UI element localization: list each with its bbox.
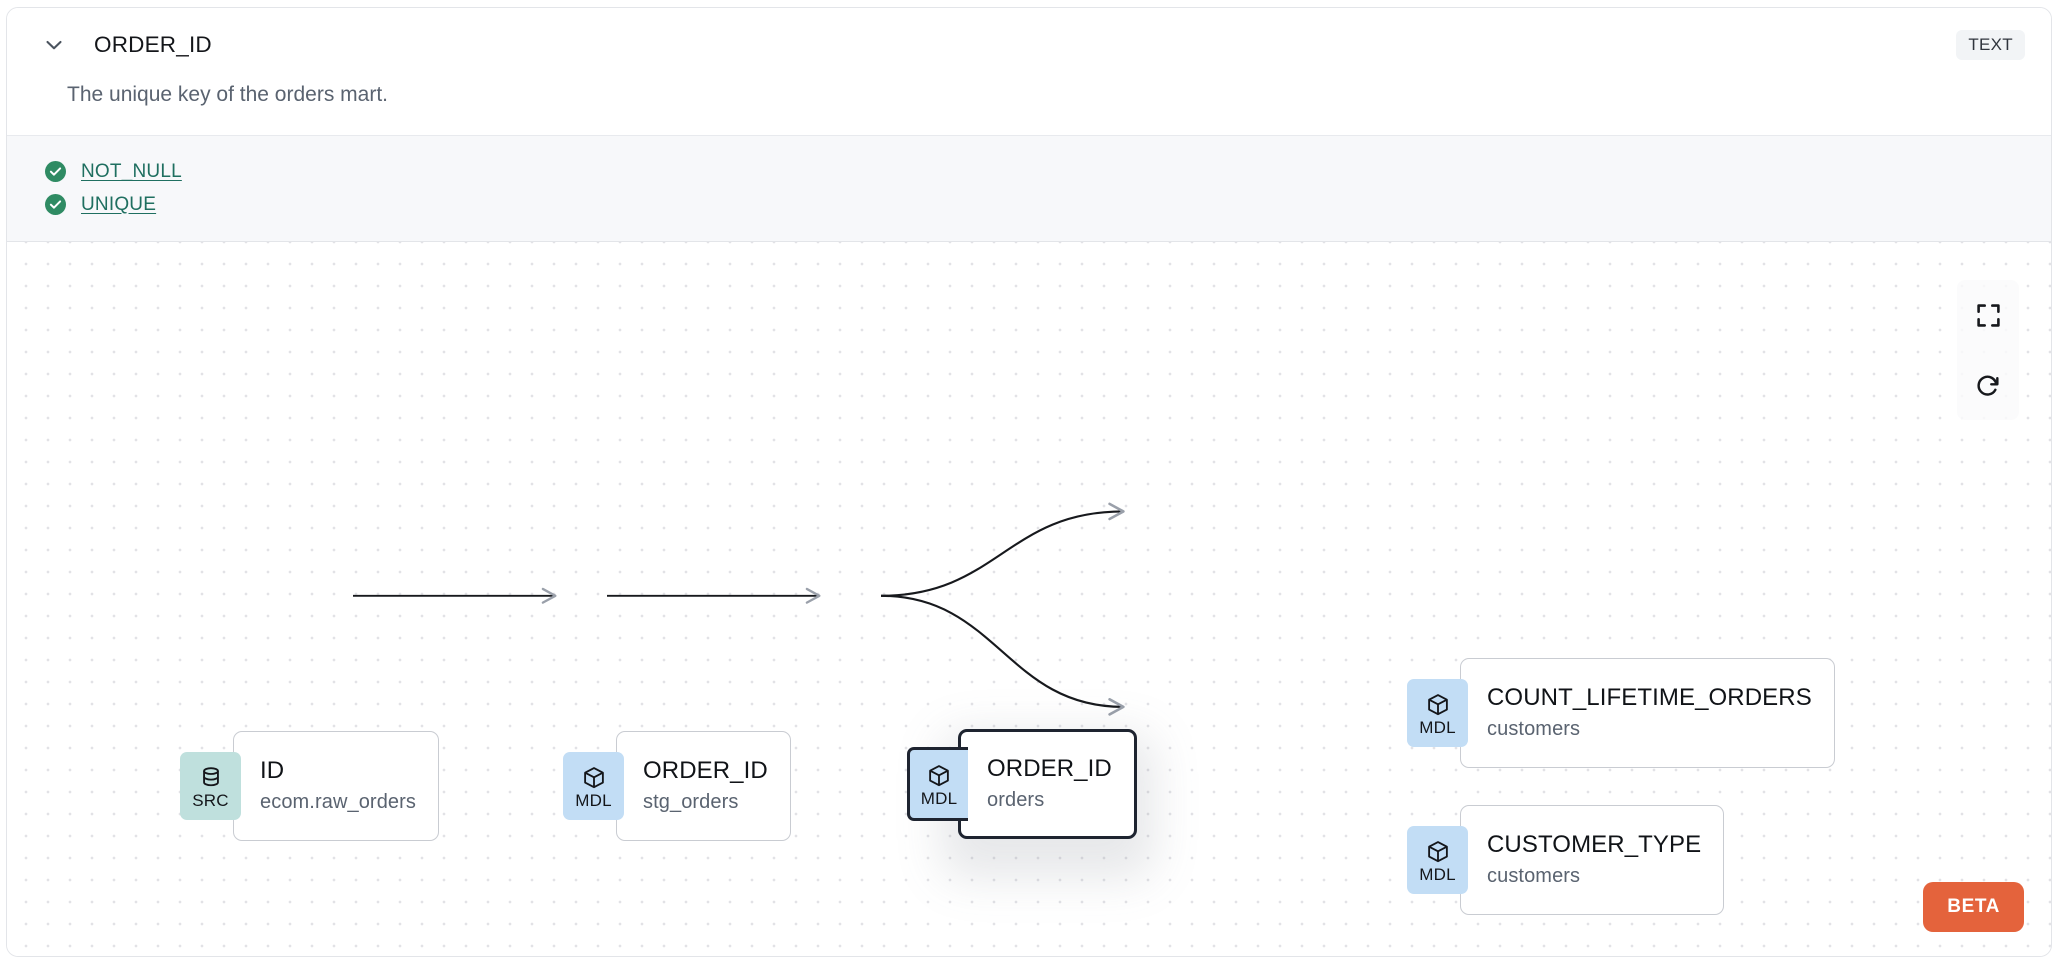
page-title: ORDER_ID: [94, 32, 212, 57]
canvas-controls: [1957, 280, 2019, 421]
node-subtitle: customers: [1487, 718, 1581, 741]
refresh-icon: [1977, 375, 1999, 396]
node-body: ORDER_ID orders: [958, 729, 1137, 840]
beta-badge[interactable]: BETA: [1923, 882, 2024, 932]
lineage-node-mdl-count-lifetime-orders[interactable]: MDL COUNT_LIFETIME_ORDERS customers: [1407, 658, 1835, 769]
lineage-node-src-id[interactable]: SRC ID ecom.raw_orders: [180, 731, 440, 842]
chevron-down-icon[interactable]: [37, 30, 71, 60]
node-subtitle: orders: [987, 789, 1045, 812]
node-subtitle: customers: [1487, 865, 1581, 888]
cube-icon: [929, 765, 949, 787]
node-type-badge-mdl: MDL: [563, 752, 624, 821]
cube-icon: [1427, 694, 1448, 716]
node-type-label: SRC: [192, 791, 229, 811]
tests-section: NOT_NULL UNIQUE: [7, 135, 2051, 243]
card-header: ORDER_ID TEXT The unique key of the orde…: [7, 8, 2051, 136]
check-circle-icon: [45, 161, 66, 183]
test-row: NOT_NULL: [7, 155, 2051, 188]
test-link-unique[interactable]: UNIQUE: [81, 193, 157, 215]
node-type-label: MDL: [575, 791, 612, 811]
lineage-node-mdl-orders[interactable]: MDL ORDER_ID orders: [907, 729, 1137, 840]
node-type-badge-mdl: MDL: [1407, 826, 1468, 895]
node-name: ORDER_ID: [643, 757, 768, 785]
node-type-label: MDL: [1419, 865, 1456, 885]
fullscreen-icon: [1976, 304, 2000, 327]
fit-view-button[interactable]: [1957, 280, 2019, 350]
node-subtitle: ecom.raw_orders: [260, 791, 417, 814]
node-subtitle: stg_orders: [643, 791, 739, 814]
node-type-label: MDL: [920, 789, 958, 809]
column-detail-card: ORDER_ID TEXT The unique key of the orde…: [6, 7, 2052, 957]
check-circle-icon: [45, 194, 66, 216]
reset-button[interactable]: [1957, 350, 2019, 420]
lineage-canvas[interactable]: SRC ID ecom.raw_orders MDL: [7, 242, 2051, 956]
node-type-badge-src: SRC: [180, 752, 241, 821]
data-type-badge: TEXT: [1956, 30, 2025, 60]
node-body: ID ecom.raw_orders: [233, 731, 440, 842]
database-icon: [202, 767, 219, 787]
lineage-node-mdl-customer-type[interactable]: MDL CUSTOMER_TYPE customers: [1407, 805, 1725, 916]
test-row: UNIQUE: [7, 188, 2051, 221]
node-type-badge-mdl: MDL: [1407, 679, 1468, 748]
node-name: ID: [260, 757, 285, 785]
node-name: CUSTOMER_TYPE: [1487, 831, 1702, 859]
lineage-node-mdl-stg-orders[interactable]: MDL ORDER_ID stg_orders: [563, 731, 791, 842]
node-type-label: MDL: [1419, 718, 1456, 738]
cube-icon: [1427, 841, 1448, 863]
node-name: ORDER_ID: [987, 755, 1112, 783]
header-row: ORDER_ID: [33, 30, 2025, 60]
node-name: COUNT_LIFETIME_ORDERS: [1487, 684, 1812, 712]
column-description: The unique key of the orders mart.: [67, 83, 388, 106]
test-link-not-null[interactable]: NOT_NULL: [81, 160, 182, 182]
node-type-badge-mdl: MDL: [907, 747, 968, 822]
node-body: ORDER_ID stg_orders: [616, 731, 791, 842]
cube-icon: [583, 767, 604, 789]
lineage-edges: [353, 502, 1125, 716]
node-body: COUNT_LIFETIME_ORDERS customers: [1460, 658, 1835, 769]
node-body: CUSTOMER_TYPE customers: [1460, 805, 1725, 916]
